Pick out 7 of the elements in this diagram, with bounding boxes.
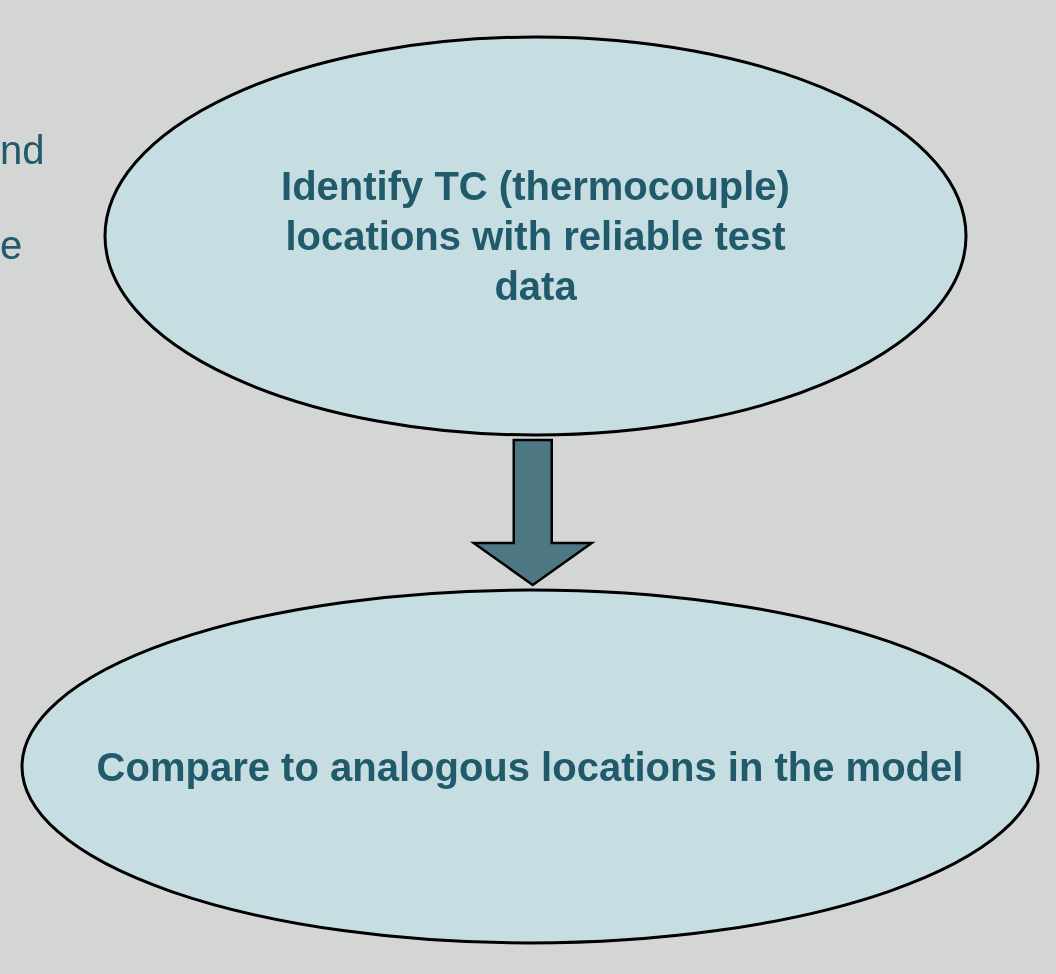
process-text: Compare to analogous locations in the model xyxy=(96,743,964,791)
partial-text: e xyxy=(0,222,23,269)
process-ellipse xyxy=(103,35,968,437)
process-text: Identify TC (thermocouple) locations with reliable test data xyxy=(280,163,791,310)
block-arrow xyxy=(469,438,596,587)
process-ellipse xyxy=(20,588,1040,945)
partial-text: nd xyxy=(0,127,45,174)
